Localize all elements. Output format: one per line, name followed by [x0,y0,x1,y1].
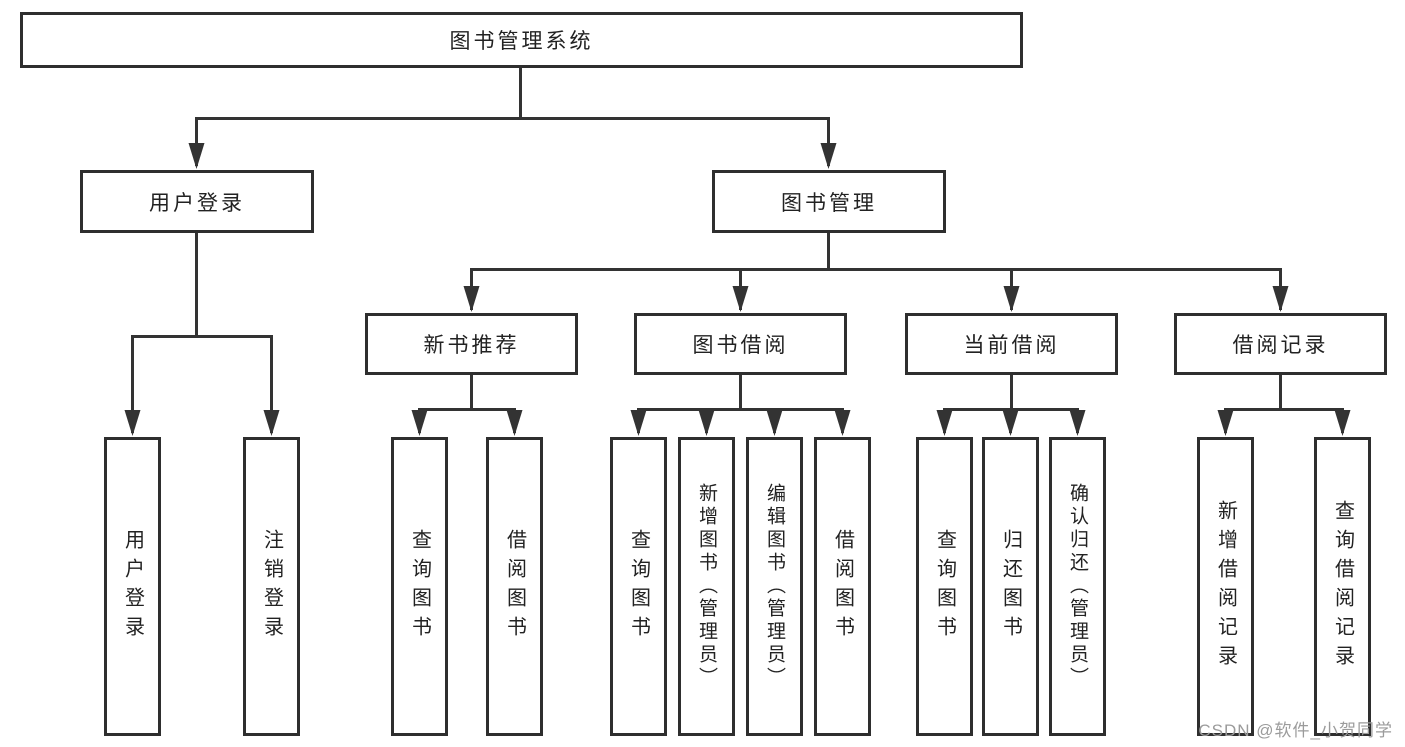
connector-current-borrow-subtree [936,375,1086,436]
leaf-user-login: 用户登录 [104,437,161,736]
leaf-return-books: 归还图书 [982,437,1039,736]
arrow-down-icon [1334,410,1351,436]
node-book-borrowing: 图书借阅 [634,313,847,375]
connector-line [131,233,273,433]
arrow-down-icon [1002,410,1019,436]
connector-user-login-subtree [124,233,280,436]
csdn-watermark: CSDN @软件_小贺同学 [1198,721,1393,740]
leaf-edit-books-admin: 编辑图书（管理员） [746,437,803,736]
arrow-down-icon [698,410,715,436]
connector-line [1224,375,1344,433]
connector-root-to-level1 [188,67,837,169]
leaf-confirm-return-admin: 确认归还（管理员） [1049,437,1106,736]
arrow-down-icon [411,410,428,436]
leaf-logout: 注销登录 [243,437,300,736]
connector-line [637,375,844,433]
node-new-book-recommendation: 新书推荐 [365,313,578,375]
node-library-management-system: 图书管理系统 [20,12,1023,68]
arrow-down-icon [834,410,851,436]
connector-line [470,233,1282,310]
connector-book-borrow-subtree [630,375,851,436]
arrow-down-icon [506,410,523,436]
arrow-down-icon [1003,286,1020,312]
arrow-down-icon [1272,286,1289,312]
leaf-add-books-admin: 新增图书（管理员） [678,437,735,736]
arrow-down-icon [1217,410,1234,436]
leaf-add-borrow-record: 新增借阅记录 [1197,437,1254,736]
connector-line [195,67,830,166]
arrow-down-icon [1069,410,1086,436]
arrow-down-icon [732,286,749,312]
arrow-down-icon [463,286,480,312]
arrow-down-icon [188,143,205,169]
leaf-query-books: 查询图书 [916,437,973,736]
arrow-down-icon [820,143,837,169]
node-book-management: 图书管理 [712,170,946,233]
node-borrowing-records: 借阅记录 [1174,313,1387,375]
node-current-borrowing: 当前借阅 [905,313,1118,375]
arrow-down-icon [263,410,280,436]
connector-line [418,375,516,433]
leaf-query-books: 查询图书 [610,437,667,736]
leaf-borrow-books: 借阅图书 [814,437,871,736]
arrow-down-icon [936,410,953,436]
connector-book-mgmt-to-level2 [463,233,1289,312]
arrow-down-icon [124,410,141,436]
leaf-query-borrow-record: 查询借阅记录 [1314,437,1371,736]
leaf-query-books: 查询图书 [391,437,448,736]
arrow-down-icon [630,410,647,436]
connector-borrow-record-subtree [1217,375,1351,436]
leaf-borrow-books: 借阅图书 [486,437,543,736]
connector-new-book-rec-subtree [411,375,523,436]
node-user-login: 用户登录 [80,170,314,233]
arrow-down-icon [766,410,783,436]
